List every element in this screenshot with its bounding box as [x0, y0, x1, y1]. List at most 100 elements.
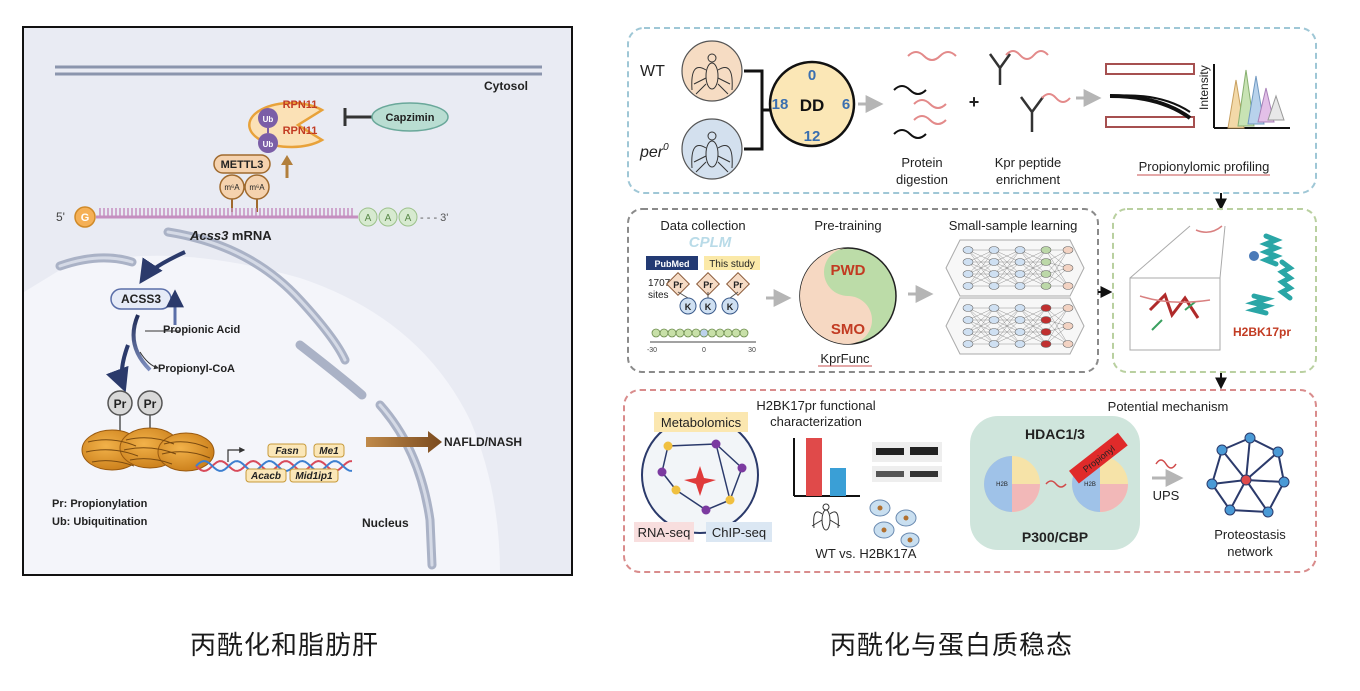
- svg-text:G: G: [81, 212, 90, 224]
- svg-text:Pre-training: Pre-training: [814, 218, 881, 233]
- kprfunc-workflow: Data collection CPLM PubMed This study 1…: [627, 208, 1099, 373]
- svg-text:Kpr peptide: Kpr peptide: [995, 155, 1062, 170]
- svg-text:Protein: Protein: [901, 155, 942, 170]
- svg-text:A: A: [405, 213, 412, 224]
- nucleosomes: [81, 427, 215, 472]
- rpn11-label-top: RPN11: [283, 99, 318, 111]
- legend-ub: Ub: Ubiquitination: [52, 516, 148, 528]
- svg-text:enrichment: enrichment: [996, 172, 1061, 187]
- svg-text:-30: -30: [647, 347, 657, 354]
- right-panel: WT per0: [623, 27, 1317, 573]
- h2bk17pr-structure: H2BK17pr: [1112, 208, 1317, 373]
- pwd-smo-yinyang: PWD SMO: [799, 247, 897, 345]
- svg-text:Pr: Pr: [733, 280, 743, 290]
- cplm-logo: CPLM: [689, 234, 732, 251]
- svg-text:Proteostasis: Proteostasis: [1214, 527, 1286, 542]
- svg-text:H2BK17pr: H2BK17pr: [1233, 325, 1291, 339]
- svg-text:Small-sample learning: Small-sample learning: [949, 218, 1078, 233]
- nafld-outcome: NAFLD/NASH: [366, 431, 522, 453]
- antibody-icons: [988, 50, 1071, 132]
- svg-text:Pr: Pr: [703, 280, 713, 290]
- svg-text:K: K: [727, 302, 734, 312]
- svg-text:ACSS3: ACSS3: [121, 292, 161, 306]
- rpn11-label-bottom: RPN11: [283, 125, 318, 137]
- propionic-acid-label: Propionic Acid: [163, 324, 240, 336]
- neural-network: [945, 239, 1085, 355]
- ubiquitin-icon: [258, 133, 278, 153]
- svg-text:K: K: [705, 302, 712, 312]
- wt-vs-label: WT vs. H2BK17A: [816, 546, 917, 561]
- svg-text:HDAC1/3: HDAC1/3: [1025, 426, 1085, 442]
- svg-text:6: 6: [842, 96, 850, 113]
- acss3-enzyme: ACSS3: [110, 288, 172, 310]
- functional-bar-graph: [793, 438, 860, 497]
- sequence-window: [650, 328, 756, 343]
- svg-text:Ub: Ub: [263, 140, 274, 149]
- cytosol-label: Cytosol: [484, 79, 528, 93]
- nucleosome-pie-left: H2B: [984, 456, 1040, 512]
- per0-label: per0: [639, 142, 669, 161]
- left-panel: Cytosol RPN11 RPN11 Ub Ub: [22, 26, 573, 576]
- ms-spectrum: Intensity: [1197, 64, 1290, 129]
- svg-text:sites: sites: [648, 290, 669, 301]
- transcription-arrow: [227, 447, 246, 462]
- svg-text:Pr: Pr: [114, 397, 127, 411]
- rna-seq-label: RNA-seq: [638, 525, 691, 540]
- svg-text:SMO: SMO: [831, 321, 866, 338]
- svg-text:characterization: characterization: [770, 414, 862, 429]
- svg-text:Me1: Me1: [319, 446, 339, 457]
- svg-text:Acacb: Acacb: [250, 471, 281, 482]
- lc-column: [1105, 63, 1195, 128]
- svg-text:- - - 3': - - - 3': [420, 212, 448, 224]
- svg-text:H2BK17pr functional: H2BK17pr functional: [756, 398, 875, 413]
- nucleus-label: Nucleus: [362, 516, 409, 530]
- dd-timepoints: DD 0 6 12 18: [768, 60, 856, 148]
- svg-text:Pr: Pr: [144, 397, 157, 411]
- m6a-mark: m⁶A: [224, 183, 240, 192]
- svg-text:A: A: [385, 213, 392, 224]
- pubmed-logo: PubMed: [655, 259, 690, 269]
- svg-text:NAFLD/NASH: NAFLD/NASH: [444, 435, 522, 449]
- svg-text:Data collection: Data collection: [660, 218, 745, 233]
- svg-text:1707: 1707: [648, 278, 671, 289]
- cell-membrane: [55, 65, 542, 76]
- svg-text:Ub: Ub: [263, 115, 274, 124]
- svg-text:This study: This study: [709, 259, 755, 270]
- svg-text:Fasn: Fasn: [275, 446, 298, 457]
- right-caption: 丙酰化与蛋白质稳态: [830, 631, 1074, 661]
- fly-icon: [811, 503, 841, 531]
- m6a-mark: m⁶A: [249, 183, 265, 192]
- propionylomic-label: Propionylomic profiling: [1139, 159, 1270, 174]
- svg-text:digestion: digestion: [896, 172, 948, 187]
- capzimin-label: Capzimin: [386, 112, 435, 124]
- mechanism-workflow: Metabolomics RNA-seq ChIP-seq H2BK17pr f…: [623, 389, 1317, 573]
- svg-text:12: 12: [804, 128, 821, 145]
- mrna-label: Acss3 mRNA: [189, 228, 272, 243]
- peptide-squiggles: [893, 51, 957, 139]
- svg-text:Mid1ip1: Mid1ip1: [295, 471, 333, 482]
- svg-text:H2B: H2B: [996, 482, 1008, 488]
- svg-text:A: A: [365, 213, 372, 224]
- svg-text:30: 30: [748, 347, 756, 354]
- mrna-cap: [74, 206, 96, 228]
- ups-label: UPS: [1153, 488, 1180, 503]
- svg-text:0: 0: [702, 347, 706, 354]
- svg-text:5': 5': [56, 210, 65, 224]
- svg-text:PWD: PWD: [831, 262, 866, 279]
- mettl3-complex: METTL3 m⁶A m⁶A: [213, 154, 271, 212]
- svg-text:H2B: H2B: [1084, 482, 1096, 488]
- chip-seq-label: ChIP-seq: [712, 525, 766, 540]
- svg-text:+: +: [969, 92, 980, 112]
- top-workflow: WT per0: [627, 27, 1317, 194]
- target-genes: Fasn Me1 Acacb Mid1ip1: [245, 443, 345, 483]
- capzimin-inhibitor: Capzimin: [343, 102, 449, 132]
- svg-text:network: network: [1227, 544, 1273, 559]
- fly-per0: [681, 118, 743, 180]
- kprfunc-label: KprFunc: [820, 351, 870, 366]
- western-blot: [872, 442, 942, 482]
- ubiquitin-icon: [258, 108, 278, 128]
- svg-text:K: K: [685, 302, 692, 312]
- hdac-p300-mechanism: HDAC1/3 P300/CBP H2B H2B: [970, 416, 1140, 550]
